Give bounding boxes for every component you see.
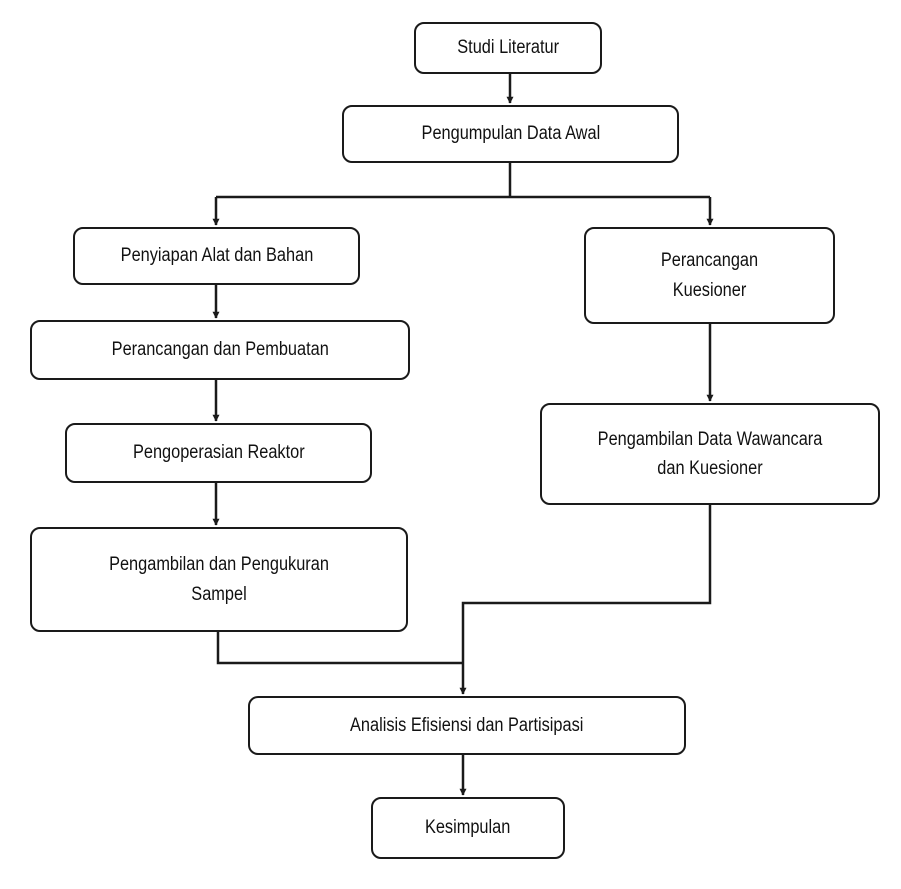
node-kesimpulan: Kesimpulan [371, 797, 565, 859]
node-pengoperasian-reaktor-label: Pengoperasian Reaktor [132, 442, 305, 464]
node-studi-literatur-label: Studi Literatur [457, 37, 559, 59]
node-perancangan-kuesioner-label: Perancangan Kuesioner [660, 250, 759, 301]
node-perancangan-kuesioner: Perancangan Kuesioner [584, 227, 835, 324]
node-pengambilan-pengukuran-sampel: Pengambilan dan Pengukuran Sampel [30, 527, 408, 632]
node-perancangan-pembuatan-label: Perancangan dan Pembuatan [111, 339, 329, 361]
node-penyiapan-alat-bahan-label: Penyiapan Alat dan Bahan [120, 245, 313, 267]
connector-sampel-to-merge [216, 632, 463, 665]
node-pengumpulan-data-awal: Pengumpulan Data Awal [342, 105, 679, 163]
node-kesimpulan-label: Kesimpulan [425, 817, 511, 839]
node-analisis-efisiensi-partisipasi-label: Analisis Efisiensi dan Partisipasi [350, 714, 584, 736]
node-pengambilan-data-wawancara-label: Pengambilan Data Wawancara dan Kuesioner [597, 428, 823, 479]
node-studi-literatur: Studi Literatur [414, 22, 602, 74]
node-analisis-efisiensi-partisipasi: Analisis Efisiensi dan Partisipasi [248, 696, 686, 755]
node-pengambilan-data-wawancara: Pengambilan Data Wawancara dan Kuesioner [540, 403, 880, 505]
node-pengumpulan-data-awal-label: Pengumpulan Data Awal [421, 123, 600, 145]
node-pengoperasian-reaktor: Pengoperasian Reaktor [65, 423, 372, 483]
node-penyiapan-alat-bahan: Penyiapan Alat dan Bahan [73, 227, 360, 285]
node-perancangan-pembuatan: Perancangan dan Pembuatan [30, 320, 410, 380]
node-pengambilan-pengukuran-sampel-label: Pengambilan dan Pengukuran Sampel [109, 554, 329, 605]
connector-wawancara-to-merge [459, 505, 712, 695]
